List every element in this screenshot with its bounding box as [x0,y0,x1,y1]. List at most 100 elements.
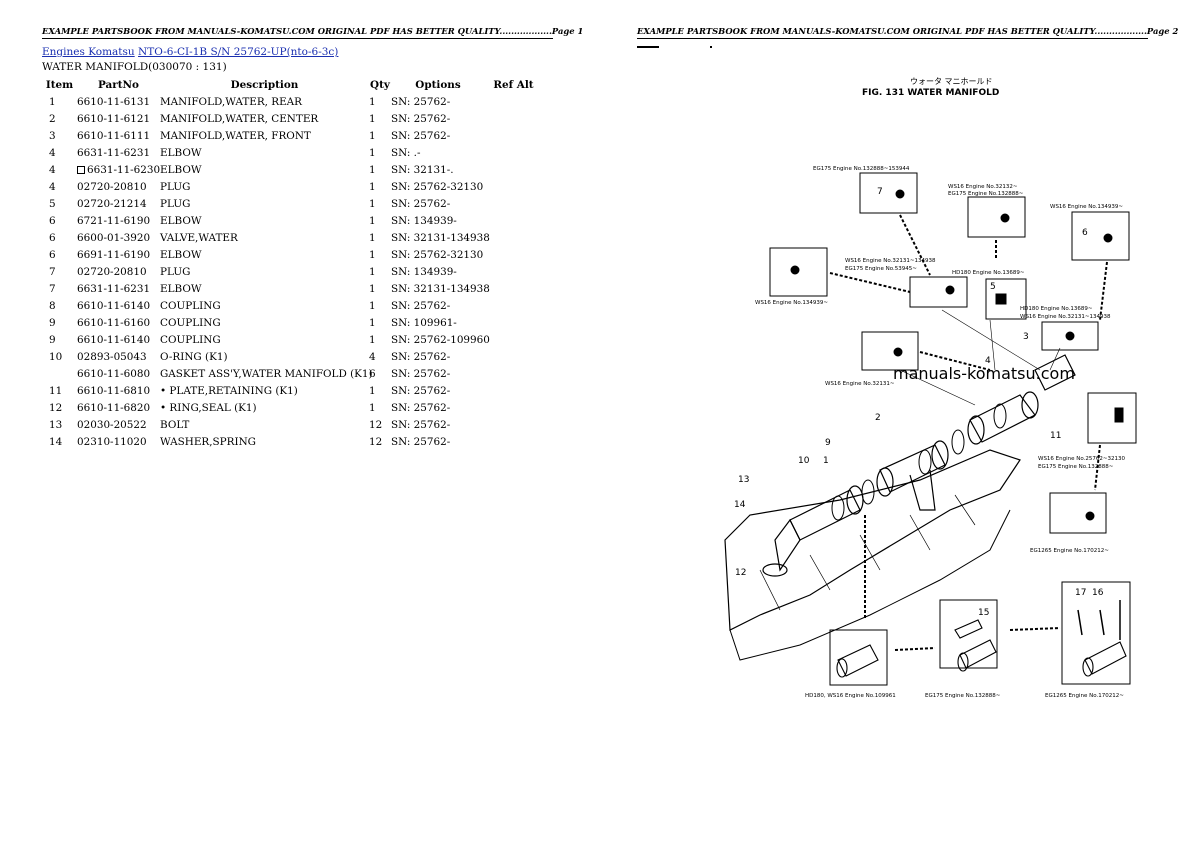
cell-qty: 1 [369,231,376,244]
application-note: WS16 Engine No.134939~ [755,300,828,306]
cell-ref-alt [485,348,542,365]
cell-ref-alt [485,416,542,433]
cell-qty: 6 [369,367,376,380]
leader-lines [899,309,1061,406]
inset-parts [790,189,1124,521]
part-number: 6691-11-6190 [77,248,151,261]
part-number: 6610-11-6131 [77,95,151,108]
cell-qty: 1 [369,214,376,227]
parts-list-page: EXAMPLE PARTSBOOK FROM MANUALS-KOMATSU.C… [42,26,584,450]
application-note: EG1265 Engine No.170212~ [1030,548,1109,554]
cell-qty: 4 [369,350,376,363]
header-dot [710,46,712,48]
cell-description: PLUG [160,197,191,210]
cell-options: SN: 25762- [391,197,451,210]
cell-partno: 6631-11-6231 [77,144,160,161]
cell-ref-alt [485,178,542,195]
cell-ref-alt [485,314,542,331]
cell-ref-alt [485,263,542,280]
cell-item: 6 [49,231,56,244]
cell-description: WASHER,SPRING [160,435,256,448]
cell-ref-alt [485,280,542,297]
cell-item: 6 [49,248,56,261]
col-header-partno: PartNo [98,79,139,91]
col-header-item: Item [45,79,74,91]
parts-table: Item PartNo Description Qty Options Ref … [42,77,542,450]
part-number: 02720-20810 [77,265,147,278]
application-note: HD180 Engine No.13689~ [952,270,1025,276]
cell-description: COUPLING [160,299,221,312]
col-header-options: Options [415,79,461,91]
cell-options: SN: 109961- [391,316,457,329]
cell-options: SN: 25762- [391,350,451,363]
cell-qty: 12 [369,435,383,448]
cell-item: 1 [49,95,56,108]
callout-number: 2 [875,413,881,423]
cell-ref-alt [485,161,542,178]
cell-partno: 6631-11-6231 [77,280,160,297]
cell-ref-alt [485,110,542,127]
figure-title: FIG. 131 WATER MANIFOLD [862,88,999,98]
header-rule [637,38,1148,39]
cell-partno: 6610-11-6111 [77,127,160,144]
exploded-parts-diagram: ウォータ マニホールド FIG. 131 WATER MANIFOLD [724,77,1137,699]
inset-pipes [836,600,1127,678]
part-number: 6600-01-3920 [77,231,151,244]
cell-options: SN: 25762-32130 [391,180,484,193]
group-title: WATER MANIFOLD(030070 : 131) [42,61,227,73]
cell-options: SN: 25762- [391,384,451,397]
callout-number: 3 [1023,332,1029,342]
callout-number: 10 [798,456,810,466]
cell-item: 13 [49,418,63,431]
cell-partno: 02310-11020 [77,433,160,450]
cell-options: SN: 25762- [391,299,451,312]
breadcrumb-link-engines[interactable]: Engines Komatsu [42,46,135,58]
application-note: WS16 Engine No.32131~134938 [1020,314,1111,320]
figure-title-jp: ウォータ マニホールド [910,77,993,86]
engine-block-outline [724,449,1021,631]
cell-item: 4 [49,163,56,176]
callout-number: 4 [985,356,991,366]
callout-number: 12 [735,568,746,578]
cell-item: 8 [49,299,56,312]
cell-qty: 1 [369,95,376,108]
cell-options: SN: 134939- [391,265,457,278]
cell-qty: 1 [369,384,376,397]
part-number: 6610-11-6160 [77,316,151,329]
part-number: 02720-20810 [77,180,147,193]
part-number: 6610-11-6111 [77,129,151,142]
part-number: 6631-11-6231 [77,146,151,159]
cell-partno: 6691-11-6190 [77,246,160,263]
breadcrumb-link-model[interactable]: NTO-6-CI-1B S/N 25762-UP(nto-6-3c) [138,46,339,58]
cell-partno: 6610-11-6810 [77,382,160,399]
cell-qty: 1 [369,401,376,414]
cell-ref-alt [485,195,542,212]
part-number: 6631-11-6230 [87,163,161,176]
cell-options: SN: 25762- [391,435,451,448]
part-number: 6610-11-6810 [77,384,151,397]
cell-description: • PLATE,RETAINING (K1) [160,384,298,397]
col-header-ref-alt: Ref Alt [493,79,534,91]
application-note: EG175 Engine No.132888~ [925,693,1001,699]
cell-description: ELBOW [160,248,202,261]
part-number: 6610-11-6820 [77,401,151,414]
cell-description: BOLT [160,418,190,431]
cell-partno: 02030-20522 [77,416,160,433]
cell-item: 5 [49,197,56,210]
cell-partno: 6610-11-6080 [77,365,160,382]
arrows [829,214,1108,651]
cell-ref-alt [485,144,542,161]
cell-partno: 02720-21214 [77,195,160,212]
callout-number: 13 [738,475,749,485]
callout-number: 9 [825,438,831,448]
page-header: EXAMPLE PARTSBOOK FROM MANUALS-KOMATSU.C… [42,26,584,36]
callout-number: 1 [823,456,829,466]
part-number: 02310-11020 [77,435,147,448]
